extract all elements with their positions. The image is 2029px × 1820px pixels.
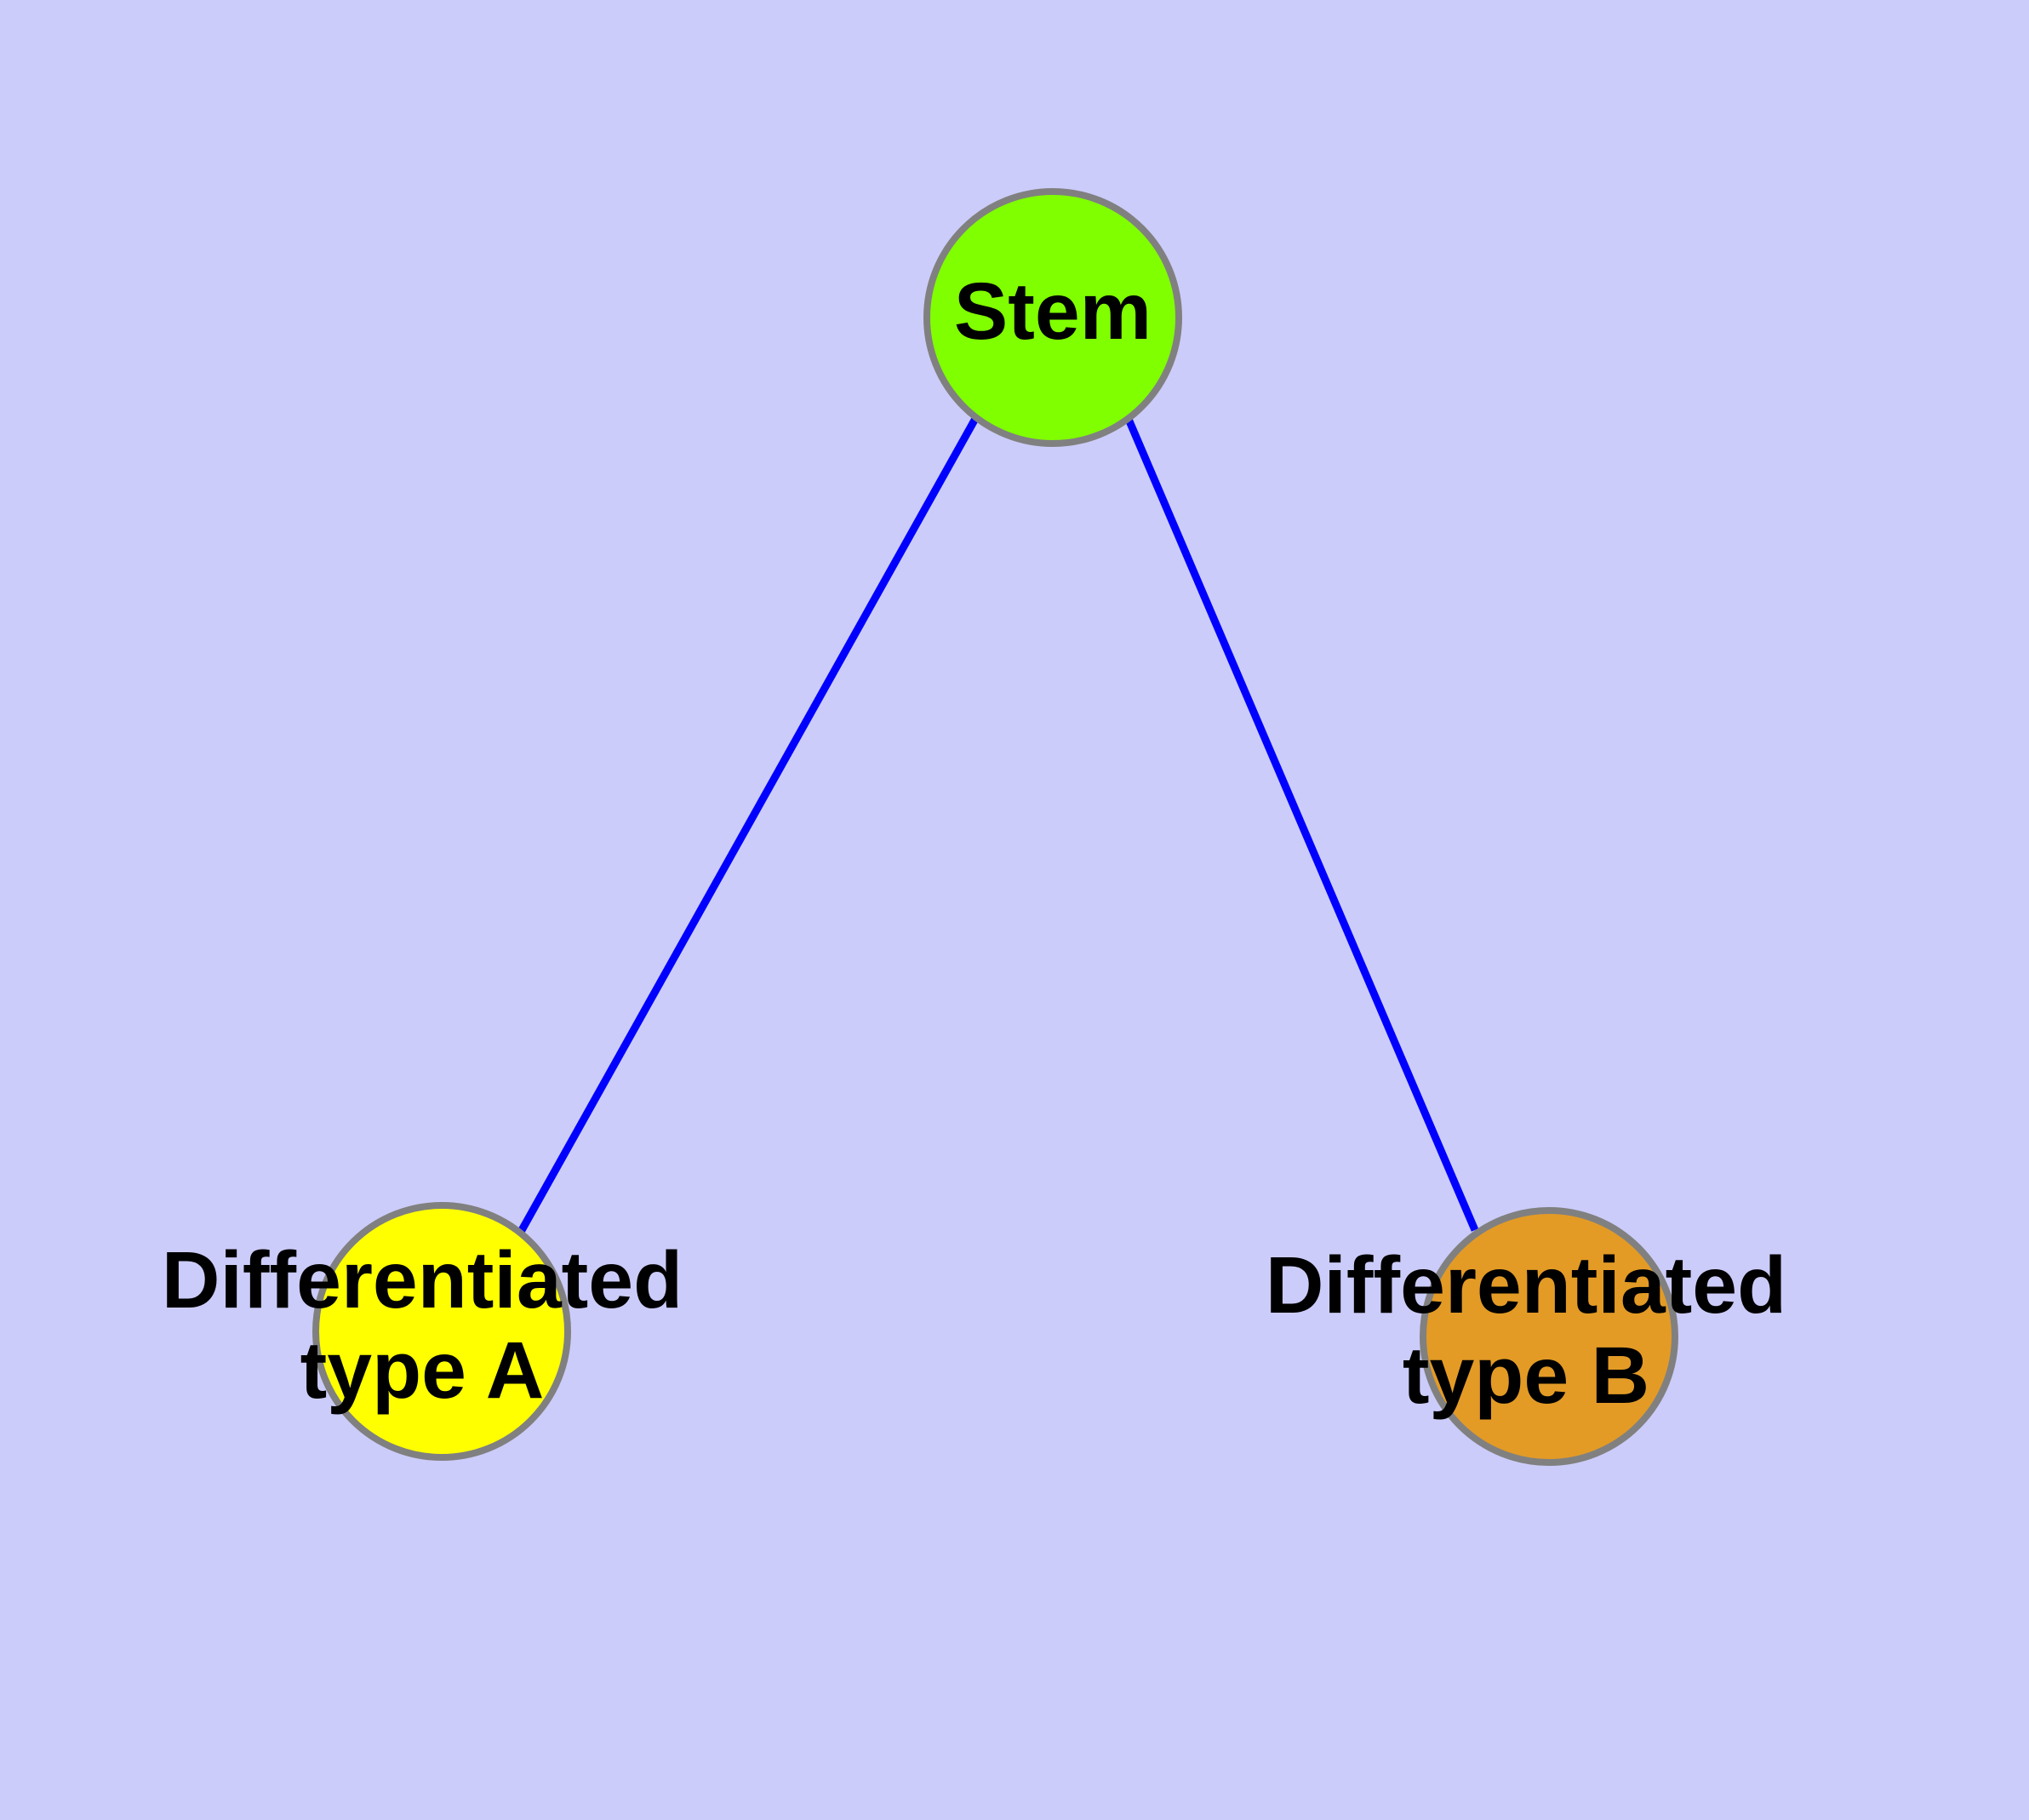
- nodes-group: [312, 188, 1678, 1466]
- edges-group: [517, 415, 1479, 1234]
- node-label-stem: Stem: [954, 266, 1152, 357]
- node-diff-a[interactable]: [312, 1202, 571, 1461]
- node-stem[interactable]: [923, 188, 1182, 447]
- node-label-line: Differentiated: [162, 1235, 683, 1325]
- node-label-line: type B: [1403, 1331, 1649, 1421]
- node-diff-b[interactable]: [1420, 1207, 1678, 1466]
- edge-stem-to-diff-b[interactable]: [1123, 415, 1479, 1232]
- node-label-line: type A: [300, 1325, 545, 1416]
- edge-stem-to-diff-a[interactable]: [517, 415, 980, 1234]
- node-label-line: Stem: [954, 266, 1152, 357]
- node-label-line: Differentiated: [1266, 1240, 1786, 1331]
